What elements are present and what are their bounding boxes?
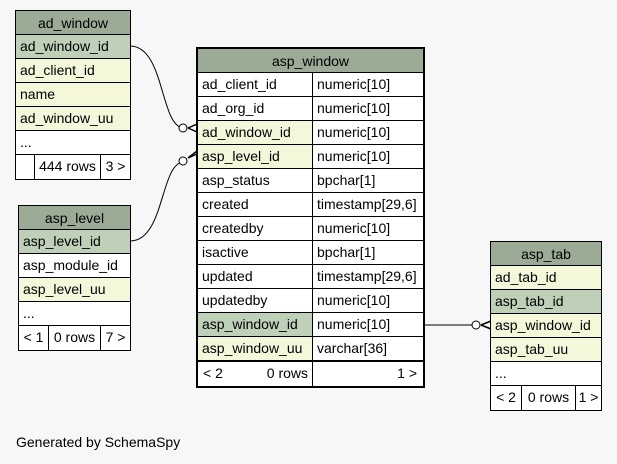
table-title[interactable]: asp_tab — [491, 242, 601, 266]
table-footer: < 1 0 rows 7 > — [19, 326, 130, 350]
column-name: asp_level_id — [23, 233, 101, 249]
row-count: 0 rows — [48, 326, 100, 350]
ad-window-relationship-line — [129, 45, 185, 129]
asp-tab-relationship-arrow — [480, 320, 492, 330]
column-name: ad_org_id — [202, 100, 265, 116]
table-row[interactable]: ... — [19, 302, 130, 326]
table-footer: < 2 0 rows 1 > — [198, 361, 423, 386]
table-row[interactable]: ad_client_id numeric[10] — [198, 73, 423, 97]
table-row[interactable]: asp_tab_uu — [491, 338, 601, 362]
column-type: varchar[36] — [312, 337, 423, 360]
table-row[interactable]: updated timestamp[29,6] — [198, 265, 423, 289]
table-row[interactable]: ad_org_id numeric[10] — [198, 97, 423, 121]
table-asp-level[interactable]: asp_level asp_level_id asp_module_id asp… — [18, 205, 131, 351]
column-name: createdby — [202, 220, 264, 236]
column-name: asp_level_uu — [23, 281, 106, 297]
table-title[interactable]: asp_window — [198, 49, 423, 73]
children-link[interactable]: 3 > — [100, 155, 130, 179]
column-type: timestamp[29,6] — [312, 265, 423, 288]
table-row[interactable]: ... — [491, 362, 601, 386]
parents-link[interactable] — [16, 155, 34, 179]
column-type: numeric[10] — [312, 121, 423, 144]
children-link[interactable]: 7 > — [100, 326, 130, 350]
column-name: isactive — [202, 244, 249, 260]
column-name: ad_window_id — [202, 124, 291, 140]
column-name: created — [202, 196, 249, 212]
table-row[interactable]: asp_level_id numeric[10] — [198, 145, 423, 169]
column-type: numeric[10] — [312, 145, 423, 168]
asp-level-relationship-line — [129, 161, 185, 242]
column-name: asp_tab_uu — [495, 341, 569, 357]
table-row[interactable]: ad_window_id numeric[10] — [198, 121, 423, 145]
column-name: name — [20, 86, 56, 102]
column-name: ad_window_id — [20, 38, 109, 54]
column-type: bpchar[1] — [312, 241, 423, 264]
asp-level-relationship-marker — [178, 156, 188, 166]
column-name: ... — [495, 365, 507, 381]
parents-link[interactable]: < 2 — [203, 365, 223, 381]
column-type: numeric[10] — [312, 289, 423, 312]
column-name: updatedby — [202, 292, 268, 308]
asp-level-relationship-arrow — [187, 150, 198, 159]
column-name: asp_level_id — [202, 148, 280, 164]
table-asp-window[interactable]: asp_window ad_client_id numeric[10] ad_or… — [196, 47, 425, 388]
children-link[interactable]: 1 > — [312, 362, 423, 386]
row-count: 0 rows — [521, 386, 575, 410]
table-title[interactable]: ad_window — [16, 11, 130, 35]
column-name: ad_client_id — [20, 62, 95, 78]
table-footer: 444 rows 3 > — [16, 155, 130, 179]
table-ad-window[interactable]: ad_window ad_window_id ad_client_id name… — [15, 10, 131, 180]
column-type: bpchar[1] — [312, 169, 423, 192]
column-type: timestamp[29,6] — [312, 193, 423, 216]
asp-tab-relationship-marker — [471, 320, 481, 330]
column-name: asp_tab_id — [495, 293, 564, 309]
parents-link[interactable]: < 1 — [23, 329, 44, 345]
table-row[interactable]: asp_level_uu — [19, 278, 130, 302]
table-row[interactable]: ... — [16, 131, 130, 155]
table-row[interactable]: asp_level_id — [19, 230, 130, 254]
row-count: 444 rows — [34, 155, 100, 179]
table-row[interactable]: asp_window_id — [491, 314, 601, 338]
table-row[interactable]: created timestamp[29,6] — [198, 193, 423, 217]
table-row[interactable]: updatedby numeric[10] — [198, 289, 423, 313]
table-row[interactable]: ad_window_id — [16, 35, 130, 59]
table-row[interactable]: ad_tab_id — [491, 266, 601, 290]
parents-link[interactable]: < 2 — [496, 389, 516, 405]
column-name: ... — [20, 134, 32, 150]
table-row[interactable]: asp_tab_id — [491, 290, 601, 314]
table-row[interactable]: createdby numeric[10] — [198, 217, 423, 241]
column-type: numeric[10] — [312, 73, 423, 96]
column-name: asp_window_id — [495, 317, 591, 333]
column-name: updated — [202, 268, 253, 284]
table-row[interactable]: asp_status bpchar[1] — [198, 169, 423, 193]
ad-window-relationship-marker — [178, 123, 188, 133]
row-count: 0 rows — [266, 365, 308, 381]
column-name: asp_window_id — [202, 316, 298, 332]
column-type: numeric[10] — [312, 217, 423, 240]
column-name: ad_client_id — [202, 76, 277, 92]
column-name: ad_window_uu — [20, 110, 114, 126]
column-name: ad_tab_id — [495, 269, 557, 285]
table-title[interactable]: asp_level — [19, 206, 130, 230]
table-row[interactable]: asp_module_id — [19, 254, 130, 278]
children-link[interactable]: 1 > — [575, 386, 601, 410]
table-row[interactable]: isactive bpchar[1] — [198, 241, 423, 265]
table-row[interactable]: asp_window_uu varchar[36] — [198, 337, 423, 361]
table-row[interactable]: name — [16, 83, 130, 107]
column-name: asp_window_uu — [202, 340, 303, 356]
ad-window-relationship-arrow — [187, 123, 198, 133]
column-type: numeric[10] — [312, 97, 423, 120]
column-type: numeric[10] — [312, 313, 423, 336]
table-row[interactable]: ad_window_uu — [16, 107, 130, 131]
column-name: asp_status — [202, 172, 270, 188]
column-name: ... — [23, 305, 35, 321]
table-row[interactable]: ad_client_id — [16, 59, 130, 83]
table-row[interactable]: asp_window_id numeric[10] — [198, 313, 423, 337]
column-name: asp_module_id — [23, 257, 118, 273]
table-footer: < 2 0 rows 1 > — [491, 386, 601, 410]
table-asp-tab[interactable]: asp_tab ad_tab_id asp_tab_id asp_window_… — [490, 241, 602, 411]
schemaspy-credit: Generated by SchemaSpy — [16, 434, 181, 450]
